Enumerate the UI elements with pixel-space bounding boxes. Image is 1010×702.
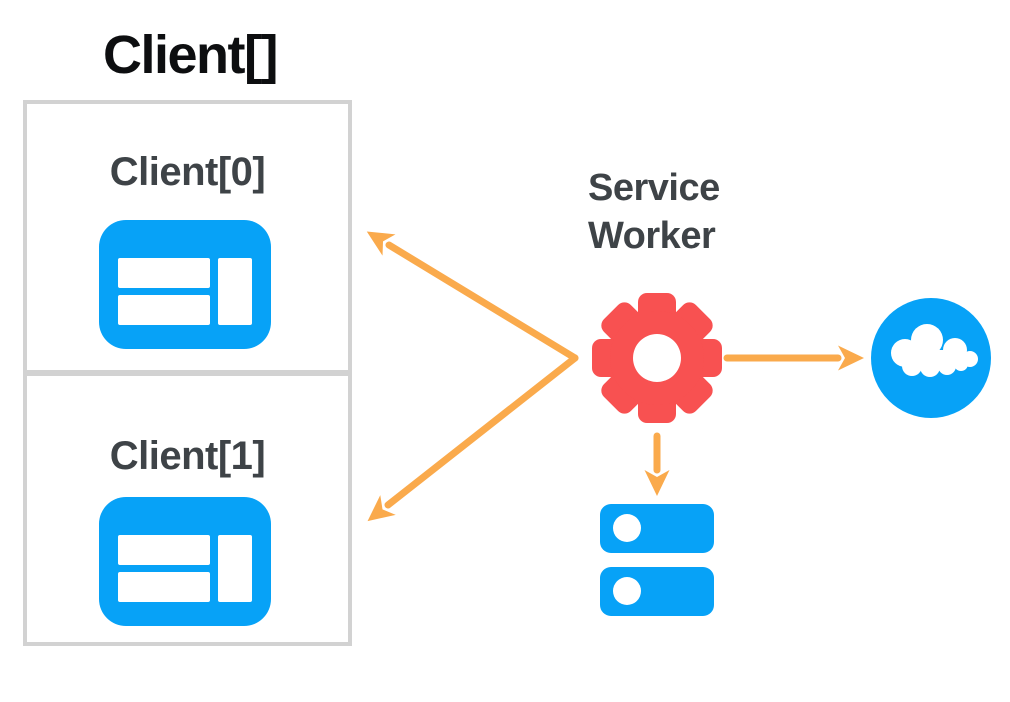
service-worker-label-line2: Worker: [588, 215, 716, 257]
page-title: Client[]: [103, 25, 278, 85]
browser-window-icon: [99, 497, 271, 626]
database-icon: [600, 504, 714, 616]
browser-window-icon: [99, 220, 271, 349]
arrow-group: [366, 231, 864, 522]
arrow-sw-to-client1: [367, 354, 579, 522]
service-worker-label: Service Worker: [588, 164, 720, 260]
service-worker-label-line1: Service: [588, 167, 720, 209]
cell-divider: [27, 370, 348, 376]
client-0-label: Client[0]: [109, 150, 266, 194]
clients-array-box: [23, 100, 352, 646]
arrow-sw-to-client0: [366, 231, 579, 362]
cloud-icon: [871, 298, 991, 418]
client-1-label: Client[1]: [109, 434, 266, 478]
gear-icon: [592, 293, 722, 423]
